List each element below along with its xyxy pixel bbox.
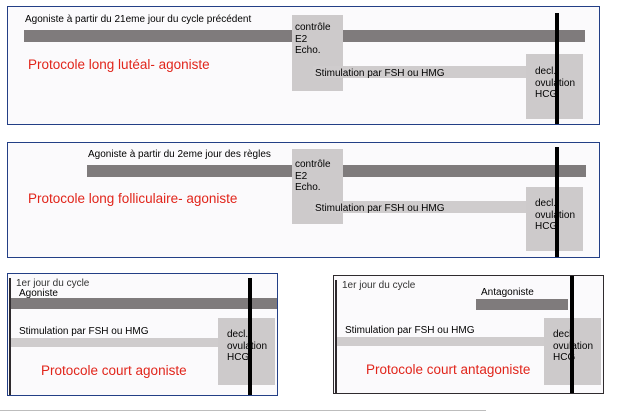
stimulation-bar bbox=[11, 338, 219, 347]
panel-long-follicular: Agoniste à partir du 2eme jour des règle… bbox=[7, 142, 600, 258]
protocol-title: Protocole court antagoniste bbox=[366, 362, 531, 377]
stimulation-label: Stimulation par FSH ou HMG bbox=[345, 325, 475, 336]
control-box-line: contrôle bbox=[295, 159, 331, 170]
panel-long-luteal: Agoniste à partir du 21eme jour du cycle… bbox=[7, 6, 600, 125]
timeline-marker bbox=[555, 13, 559, 124]
trigger-box-line: decl. bbox=[227, 329, 249, 340]
trigger-box-line: HCG bbox=[535, 221, 558, 232]
control-box-line: Echo. bbox=[295, 45, 321, 56]
ovulation-trigger-box: decl. ovulation HCG bbox=[526, 54, 583, 119]
stimulation-bar bbox=[313, 201, 534, 213]
control-box-line: E2 bbox=[295, 170, 308, 182]
stimulation-bar bbox=[313, 66, 534, 78]
trigger-box-line: HCG bbox=[535, 89, 558, 100]
control-box-line: Echo. bbox=[295, 182, 321, 193]
control-box-line: contrôle bbox=[295, 22, 331, 33]
cycle-start-marker bbox=[335, 280, 337, 393]
trigger-box-line: HCG bbox=[553, 352, 576, 363]
agonist-label: Agoniste bbox=[19, 288, 58, 299]
stimulation-label: Stimulation par FSH ou HMG bbox=[19, 326, 149, 337]
stimulation-label: Stimulation par FSH ou HMG bbox=[315, 68, 445, 79]
antagonist-bar bbox=[476, 299, 568, 310]
timeline-marker bbox=[248, 278, 252, 395]
trigger-box-line: decl. bbox=[535, 66, 557, 77]
antagonist-label: Antagoniste bbox=[481, 287, 534, 298]
trigger-box-line: decl. bbox=[535, 198, 557, 209]
cycle-day-label: 1er jour du cycle bbox=[16, 278, 90, 289]
trigger-box-line: ovulation bbox=[218, 341, 275, 353]
protocol-title: Protocole long folliculaire- agoniste bbox=[28, 191, 238, 206]
agonist-start-note: Agoniste à partir du 21eme jour du cycle… bbox=[25, 14, 252, 25]
cycle-start-marker bbox=[9, 278, 11, 395]
protocol-title: Protocole court agoniste bbox=[41, 363, 187, 378]
agonist-start-note: Agoniste à partir du 2eme jour des règle… bbox=[88, 149, 271, 160]
stimulation-bar bbox=[337, 337, 545, 346]
timeline-marker bbox=[570, 276, 574, 393]
timeline-marker bbox=[555, 147, 559, 257]
panel-short-agonist: 1er jour du cycle Agoniste Stimulation p… bbox=[7, 273, 278, 396]
agonist-bar bbox=[11, 298, 277, 309]
protocol-title: Protocole long lutéal- agoniste bbox=[28, 57, 210, 72]
panel-short-antagonist: 1er jour du cycle Antagoniste Stimulatio… bbox=[333, 275, 604, 394]
control-box-line: E2 bbox=[295, 33, 308, 45]
ovulation-trigger-box: decl. ovulation HCG bbox=[218, 318, 275, 385]
trigger-box-line: decl. bbox=[553, 329, 575, 340]
control-box: contrôle E2 Echo. bbox=[292, 15, 343, 91]
cycle-day-label: 1er jour du cycle bbox=[342, 280, 416, 291]
trigger-box-line: HCG bbox=[227, 352, 250, 363]
stimulation-label: Stimulation par FSH ou HMG bbox=[315, 203, 445, 214]
bottom-rule bbox=[0, 410, 486, 411]
